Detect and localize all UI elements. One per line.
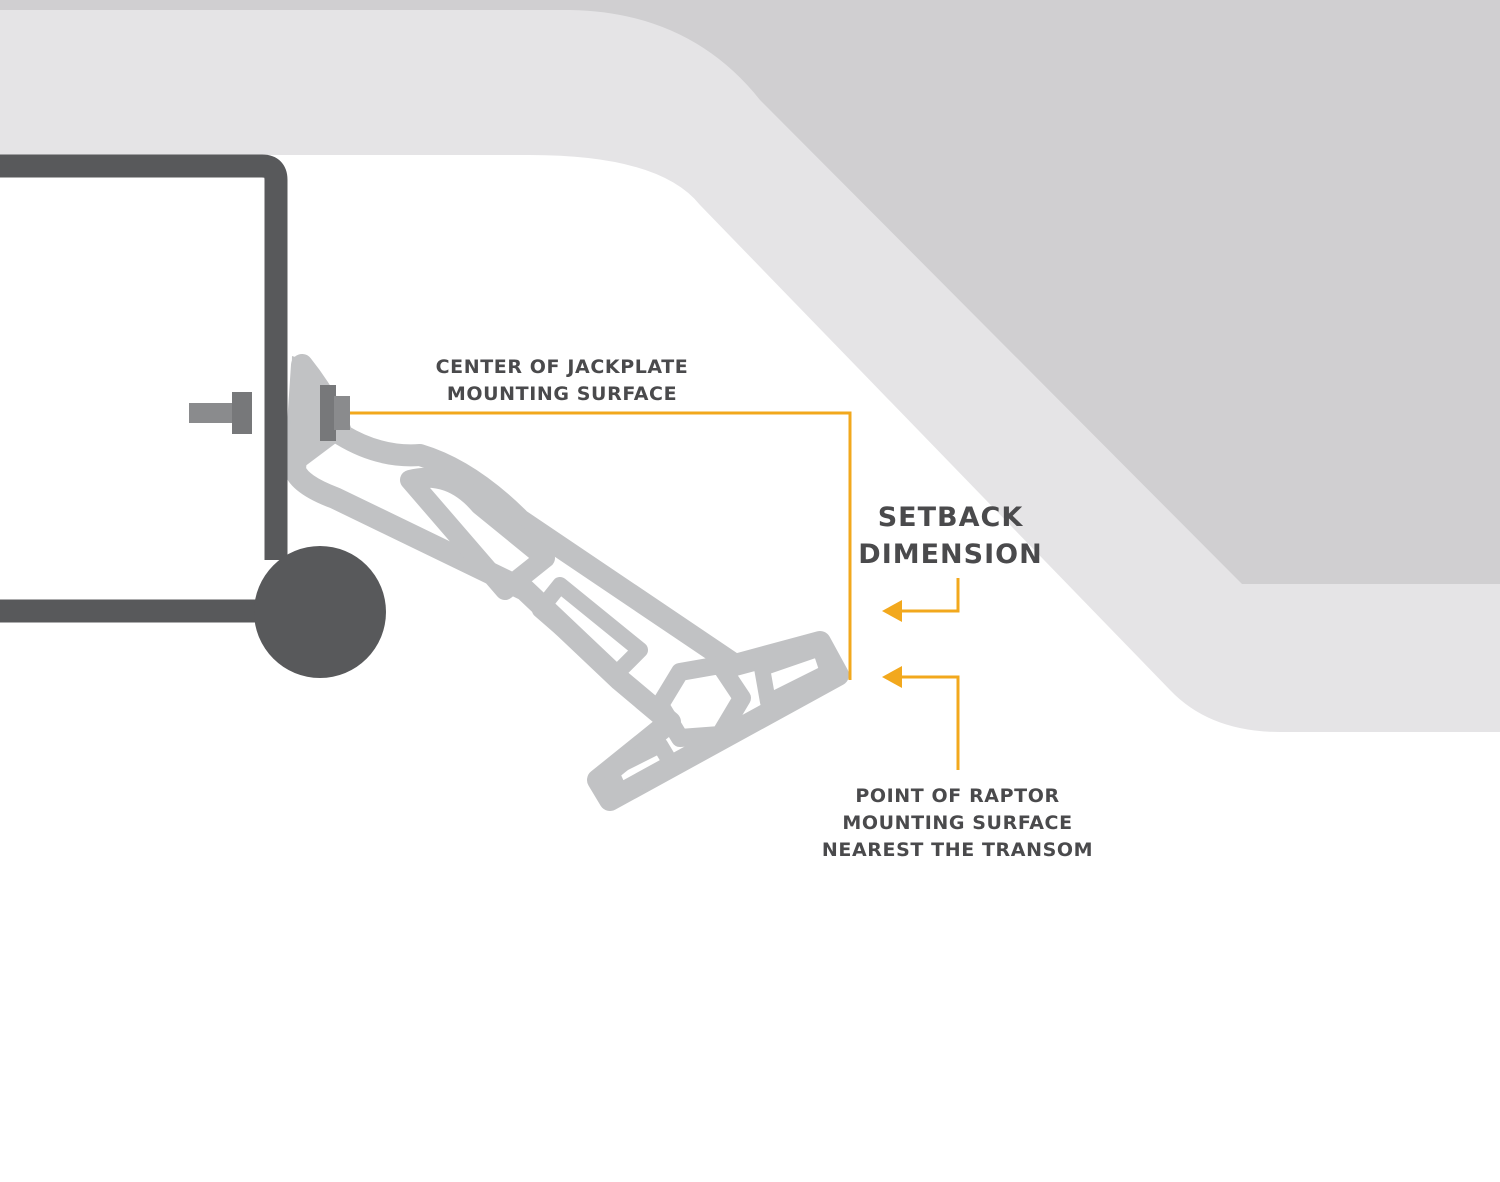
label-line: MOUNTING SURFACE xyxy=(842,812,1073,834)
transom-frame xyxy=(0,154,300,623)
bracket-top-cap xyxy=(290,356,340,470)
hull-inner-region xyxy=(0,0,1500,584)
mounting-bolt xyxy=(189,385,350,441)
label-line: MOUNTING SURFACE xyxy=(446,383,678,405)
label-line: CENTER OF JACKPLATE xyxy=(435,356,689,378)
label-line: NEAREST THE TRANSOM xyxy=(821,839,1094,861)
dimension-arrowheads xyxy=(882,600,902,688)
label-line: POINT OF RAPTOR xyxy=(855,785,1060,807)
label-line: DIMENSION xyxy=(858,539,1043,570)
label-line: SETBACK xyxy=(877,502,1024,533)
setback-dimension-label: SETBACK DIMENSION xyxy=(838,499,1063,573)
center-of-jackplate-label: CENTER OF JACKPLATE MOUNTING SURFACE xyxy=(412,354,712,408)
arrow-left-icon xyxy=(882,600,902,622)
setback-dimension-lines xyxy=(350,411,960,770)
point-of-raptor-label: POINT OF RAPTOR MOUNTING SURFACE NEAREST… xyxy=(795,783,1120,864)
arrow-left-icon xyxy=(882,666,902,688)
transom-round-edge xyxy=(254,546,386,678)
